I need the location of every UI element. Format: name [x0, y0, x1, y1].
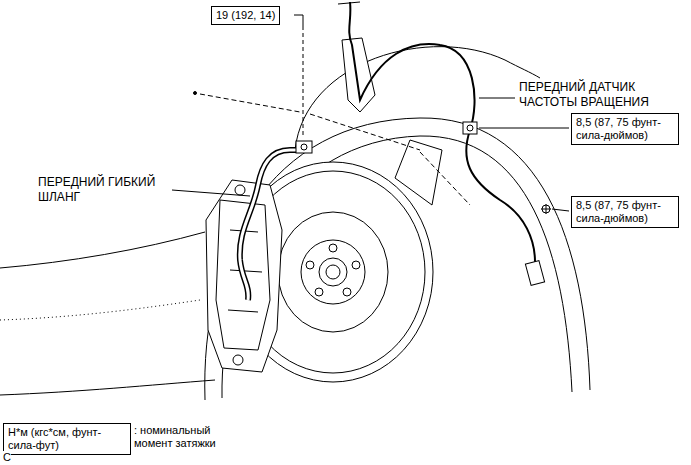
- torque-value: 8,5 (87, 75 фунт-сила-дюймов): [576, 116, 674, 142]
- torque-value: Н*м (кгс*см, фунт-сила-фут): [8, 426, 126, 452]
- part-name: ПЕРЕДНИЙ ДАТЧИК ЧАСТОТЫ ВРАЩЕНИЯ: [519, 80, 681, 110]
- hub: [301, 240, 365, 304]
- fender-liner: [295, 47, 505, 150]
- torque-value: 8,5 (87, 75 фунт-сила-дюймов): [576, 199, 674, 225]
- leader-line: [479, 128, 569, 129]
- alignment-line: [310, 114, 420, 150]
- illustration-group: [0, 2, 590, 400]
- bracket-bolt: [301, 144, 307, 150]
- axle-end: [326, 265, 340, 279]
- torque-box: 8,5 (87, 75 фунт-сила-дюймов): [571, 113, 679, 145]
- body-line: [0, 232, 205, 268]
- flexible-hose-inner: [240, 150, 305, 300]
- alignment-line: [420, 152, 470, 205]
- torque-box: Н*м (кгс*см, фунт-сила-фут): [3, 423, 131, 455]
- leader-line: [479, 98, 515, 99]
- leader-line: [552, 209, 569, 211]
- speed-sensor-head: [525, 261, 544, 286]
- hose-bracket: [296, 141, 312, 153]
- clamp-bolt: [467, 125, 473, 131]
- wheel-stud: [306, 261, 314, 269]
- torque-box: 8,5 (87, 75 фунт-сила-дюймов): [571, 196, 679, 228]
- wheel-arch: [205, 118, 590, 400]
- torque-box: 19 (192, 14): [211, 6, 280, 25]
- hub-nut: [319, 258, 347, 286]
- wheel-stud: [352, 261, 360, 269]
- sensor-bolt: [542, 205, 550, 213]
- leader-line: [303, 26, 304, 138]
- legend-note: : номинальный момент затяжки: [134, 424, 234, 450]
- reference-dot: [194, 92, 197, 95]
- flexible-hose: [240, 150, 305, 300]
- torque-value: 19 (192, 14): [216, 9, 275, 22]
- alignment-line: [200, 94, 300, 112]
- wire-clamp: [463, 122, 477, 134]
- wheel-stud: [315, 288, 323, 296]
- wheel-stud: [343, 288, 351, 296]
- bumper-line: [0, 380, 215, 395]
- figure-code: C: [3, 451, 11, 464]
- caliper-bolt: [233, 355, 243, 365]
- leader-line: [294, 15, 303, 26]
- sensor-wire: [349, 2, 535, 262]
- disc-hat: [278, 212, 388, 332]
- caliper-bolt: [235, 185, 245, 195]
- wheel-stud: [329, 244, 337, 252]
- sensor-bolt-mark: [541, 204, 551, 214]
- leader-line: [172, 190, 250, 196]
- body-line: [0, 300, 200, 320]
- fender-liner: [505, 60, 540, 78]
- sensor-connector: [338, 2, 360, 4]
- part-name: ПЕРЕДНИЙ ГИБКИЙ ШЛАНГ: [38, 175, 170, 205]
- sensor-bracket: [342, 38, 375, 112]
